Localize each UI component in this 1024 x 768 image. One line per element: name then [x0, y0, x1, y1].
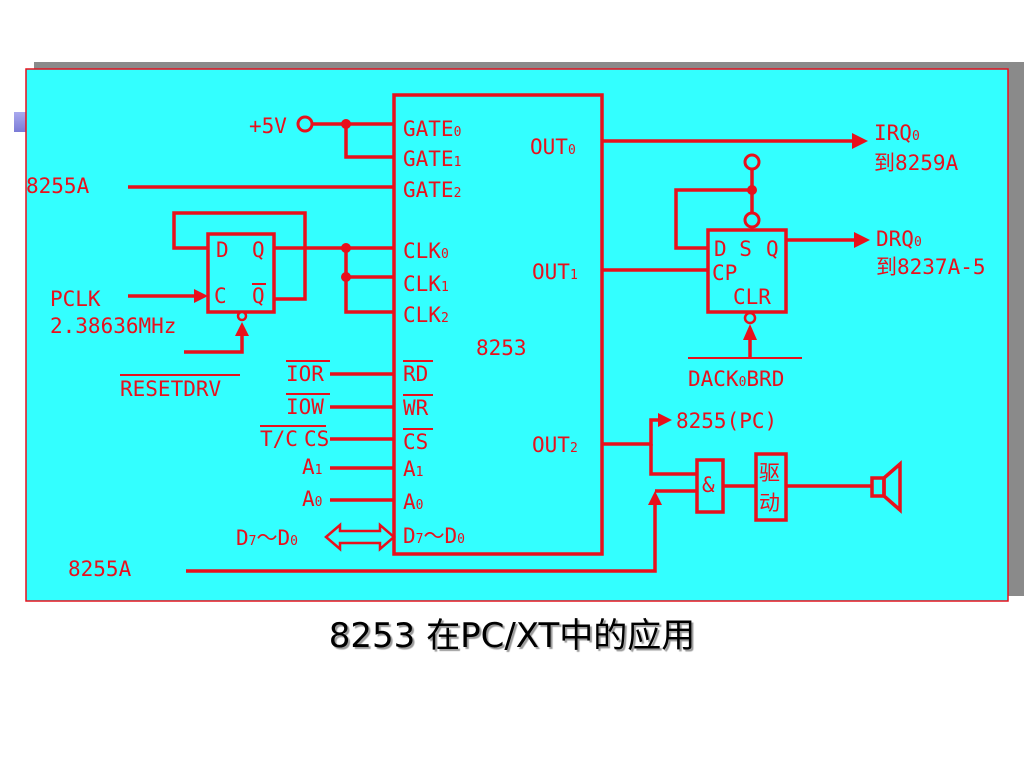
- slide-caption: 8253 在PC/XT中的应用: [328, 616, 696, 656]
- pclk-arrowhead: [194, 289, 208, 303]
- pclk-label: PCLK: [50, 287, 101, 311]
- ppi-8255a-bottom-label: 8255A: [68, 557, 132, 581]
- gate1-pin: GATE1: [403, 147, 461, 171]
- clk1-pin: CLK1: [403, 272, 449, 296]
- clk-junction-mid: [341, 272, 351, 282]
- clk0-pin: CLK0: [403, 239, 449, 263]
- gate2-pin: GATE2: [403, 178, 461, 202]
- out2-pin: OUT2: [532, 433, 578, 457]
- irq0-label: IRQ0: [874, 121, 920, 145]
- clk2-pin: CLK2: [403, 303, 449, 327]
- ior-label: IOR: [286, 362, 324, 386]
- a1-label: A1: [302, 455, 322, 479]
- out1-pin: OUT1: [532, 260, 578, 284]
- plus5v-label: +5V: [249, 114, 287, 138]
- cs-pin: CS: [403, 430, 428, 454]
- data-bus-arrow: [324, 522, 396, 552]
- ff-left-clear-bubble: [236, 310, 248, 322]
- rd-pin: RD: [403, 362, 428, 386]
- ff-right-cp: CP: [712, 261, 737, 285]
- ppi-bottom-wire: [186, 505, 657, 573]
- ff-left-qbar: Q: [252, 284, 265, 308]
- chip-8253-name: 8253: [476, 336, 527, 360]
- drq0-label: DRQ0: [876, 227, 922, 251]
- ppi-pc5-label: 8255(PC): [676, 409, 777, 433]
- chip-8253-box: [392, 93, 604, 556]
- speaker-icon: [882, 460, 902, 514]
- irq-destination: 到8259A: [874, 151, 959, 175]
- gate1-tie-wire: [344, 124, 394, 159]
- ff-right-clr: CLR: [733, 285, 771, 309]
- out0-pin: OUT0: [530, 135, 576, 159]
- irq-arrowhead: [852, 133, 868, 149]
- dack-arrowhead: [743, 324, 757, 340]
- dack-label: DACK0BRD: [688, 367, 784, 391]
- iow-label: IOW: [286, 395, 324, 419]
- wr-pin: WR: [403, 396, 429, 420]
- drq-destination: 到8237A-5: [876, 255, 986, 279]
- and-gate-symbol: &: [702, 473, 715, 497]
- resetdrv-label: RESETDRV: [120, 377, 222, 401]
- pclk-frequency: 2.38636MHz: [50, 314, 176, 338]
- ff-right-q: Q: [766, 237, 779, 261]
- driver-label-2: 动: [759, 491, 780, 515]
- ppi-8255a-top-label: 8255A: [26, 174, 90, 198]
- driver-label-1: 驱: [759, 461, 780, 485]
- ff-left-c: C: [214, 284, 227, 308]
- ppi-bottom-arrowhead: [648, 491, 662, 505]
- ff-right-ds: D S: [714, 237, 752, 261]
- ff-left-d: D: [216, 238, 229, 262]
- plus5v-terminal: [296, 115, 314, 133]
- pc5-arrowhead: [658, 413, 672, 427]
- resetdrv-arrowhead: [235, 322, 249, 336]
- gate0-pin: GATE0: [403, 117, 461, 141]
- data-pins: D7～D0: [403, 524, 465, 548]
- resetdrv-wire: [184, 336, 244, 354]
- ff-right-supply-terminal: [743, 153, 761, 171]
- a1-pin: A1: [403, 457, 423, 481]
- ff-left-q: Q: [252, 238, 265, 262]
- ff-right-clr-bubble: [743, 311, 757, 325]
- ff-right-preset-bubble: [743, 211, 761, 229]
- out2-wire: [602, 418, 660, 446]
- ff-right-ds-wire: [674, 188, 752, 250]
- ff-left-feedback-wire: [172, 211, 307, 301]
- clk2-wire: [344, 248, 394, 314]
- data-bus-label: D7～D0: [236, 526, 298, 550]
- diagram-panel: [25, 68, 1009, 602]
- and-input-wire-1: [649, 444, 697, 476]
- a0-label: A0: [302, 487, 322, 511]
- drq-arrowhead: [854, 232, 870, 248]
- a0-pin: A0: [403, 490, 423, 514]
